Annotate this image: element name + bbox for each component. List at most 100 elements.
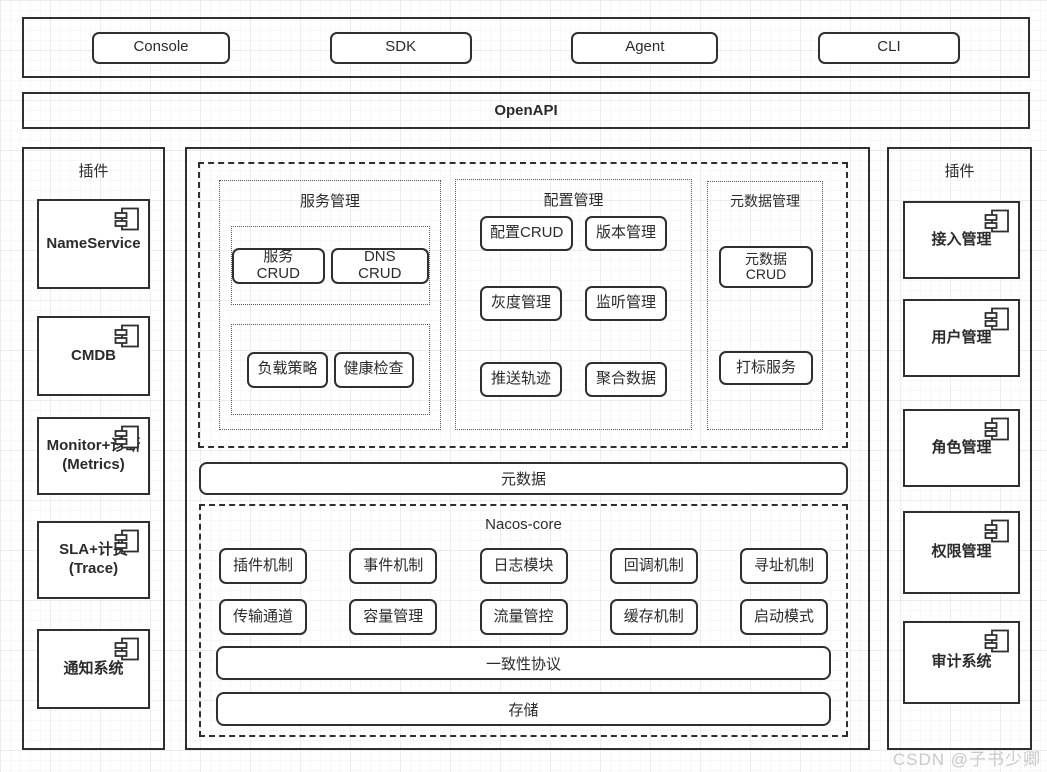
component-icon	[984, 208, 1010, 234]
push-track-label: 推送轨迹	[490, 370, 551, 388]
plugin-label: CMDB	[71, 346, 116, 364]
cache-mechanism-label: 缓存机制	[623, 607, 684, 625]
addressing-mechanism-node: 寻址机制	[740, 548, 828, 584]
metadata-crud-label-line2: CRUD	[745, 266, 787, 282]
plugin-nameservice: NameService	[37, 199, 150, 289]
gray-release-label: 灰度管理	[490, 294, 551, 312]
startup-mode-node: 启动模式	[740, 599, 828, 635]
left-panel-title: 插件	[78, 163, 109, 180]
component-icon	[984, 416, 1010, 442]
version-mgmt-label: 版本管理	[595, 224, 656, 242]
openapi-band: OpenAPI	[22, 92, 1030, 129]
console-node: Console	[92, 31, 230, 64]
nacos-core-section: Nacos-core 插件机制 事件机制 日志模块 回调机制 寻址机制 传输通道	[199, 504, 848, 737]
component-icon	[114, 323, 140, 349]
plugin-access-mgmt: 接入管理	[903, 201, 1020, 279]
tag-service-label: 打标服务	[735, 358, 796, 376]
push-track-node: 推送轨迹	[480, 362, 562, 397]
core-row-1: 插件机制 事件机制 日志模块 回调机制 寻址机制	[201, 548, 846, 584]
callback-mechanism-label: 回调机制	[623, 556, 684, 574]
transport-channel-node: 传输通道	[219, 599, 307, 635]
metadata-bar-label: 元数据	[500, 471, 546, 488]
plugin-sublabel: (Metrics)	[62, 456, 125, 473]
metadata-crud-label-line1: 元数据	[745, 250, 787, 267]
service-management-section: 服务管理 服务CRUD DNS CRUD 负载策略 健康检查	[219, 180, 441, 430]
plugin-permission-mgmt: 权限管理	[903, 511, 1020, 594]
component-icon	[984, 628, 1010, 654]
listen-mgmt-label: 监听管理	[595, 294, 656, 312]
plugin-label: 通知系统	[63, 659, 124, 677]
listen-mgmt-node: 监听管理	[585, 286, 667, 321]
watermark: CSDN @子书少卿	[892, 750, 1041, 769]
plugin-label: 角色管理	[931, 438, 992, 456]
plugin-label: 权限管理	[931, 543, 992, 561]
aggregate-data-node: 聚合数据	[585, 362, 667, 397]
plugin-label: NameService	[46, 234, 141, 252]
plugin-role-mgmt: 角色管理	[903, 409, 1020, 487]
right-plugin-panel: 插件 接入管理 用户管理 角色管理 权限管理 审计系统	[887, 147, 1032, 750]
plugin-label: 用户管理	[931, 328, 992, 346]
consistency-protocol-label: 一致性协议	[485, 655, 561, 673]
service-crud-node: 服务CRUD	[232, 247, 325, 284]
flow-control-label: 流量管控	[493, 607, 554, 625]
component-icon	[984, 518, 1010, 544]
component-icon	[984, 306, 1010, 332]
transport-channel-label: 传输通道	[232, 607, 293, 625]
log-module-node: 日志模块	[479, 548, 568, 584]
service-management-title: 服务管理	[299, 193, 360, 210]
config-crud-label: 配置CRUD	[490, 224, 564, 242]
plugin-cmdb: CMDB	[37, 316, 150, 396]
plugin-label: SLA+计费	[59, 541, 128, 559]
config-row-3: 推送轨迹 聚合数据	[456, 362, 691, 397]
right-panel-title: 插件	[944, 163, 975, 180]
openapi-label: OpenAPI	[494, 102, 558, 119]
plugin-label: 接入管理	[931, 230, 992, 248]
plugin-notification: 通知系统	[37, 629, 150, 709]
metadata-management-title: 元数据管理	[730, 193, 800, 209]
config-row-1: 配置CRUD 版本管理	[456, 216, 691, 251]
dns-crud-label: DNS CRUD	[358, 248, 402, 282]
plugin-mechanism-label: 插件机制	[232, 556, 293, 574]
gray-release-node: 灰度管理	[480, 286, 562, 321]
component-icon	[114, 424, 140, 450]
plugin-sla: SLA+计费 (Trace)	[37, 521, 150, 599]
plugin-monitor: Monitor+诊断 (Metrics)	[37, 417, 150, 495]
capacity-mgmt-label: 容量管理	[363, 607, 424, 625]
storage-bar: 存储	[216, 692, 831, 726]
agent-node: Agent	[571, 31, 719, 64]
metadata-management-section: 元数据管理 元数据 CRUD 打标服务	[707, 181, 823, 430]
component-icon	[114, 636, 140, 662]
health-check-node: 健康检查	[333, 351, 414, 388]
agent-label: Agent	[625, 38, 665, 56]
plugin-mechanism-node: 插件机制	[219, 548, 307, 584]
storage-label: 存储	[508, 701, 539, 719]
config-row-2: 灰度管理 监听管理	[456, 286, 691, 321]
plugin-audit-system: 审计系统	[903, 621, 1020, 704]
cli-node: CLI	[817, 31, 960, 64]
clients-band: Console SDK Agent CLI	[22, 17, 1030, 78]
service-crud-group: 服务CRUD DNS CRUD	[231, 226, 430, 305]
log-module-label: 日志模块	[493, 556, 554, 574]
callback-mechanism-node: 回调机制	[609, 548, 698, 584]
config-management-title: 配置管理	[543, 192, 604, 209]
console-label: Console	[133, 38, 189, 56]
plugin-label: 审计系统	[931, 653, 992, 671]
capacity-mgmt-node: 容量管理	[349, 599, 438, 635]
plugin-sublabel: (Trace)	[68, 560, 119, 577]
sdk-label: SDK	[385, 38, 417, 56]
event-mechanism-node: 事件机制	[349, 548, 438, 584]
load-policy-label: 负载策略	[257, 360, 318, 378]
metadata-crud-node: 元数据 CRUD	[719, 246, 813, 288]
service-policy-group: 负载策略 健康检查	[231, 324, 430, 415]
functional-layer: 服务管理 服务CRUD DNS CRUD 负载策略 健康检查 配置管理	[198, 162, 848, 448]
plugin-user-mgmt: 用户管理	[903, 299, 1020, 377]
metadata-bar: 元数据	[199, 462, 848, 495]
component-icon	[114, 528, 140, 554]
addressing-mechanism-label: 寻址机制	[753, 556, 814, 574]
dns-crud-node: DNS CRUD	[330, 247, 429, 284]
left-plugin-panel: 插件 NameService CMDB Monitor+诊断 (Metrics)…	[22, 147, 165, 750]
core-row-2: 传输通道 容量管理 流量管控 缓存机制 启动模式	[201, 599, 846, 635]
component-icon	[114, 206, 140, 232]
version-mgmt-node: 版本管理	[585, 216, 667, 251]
